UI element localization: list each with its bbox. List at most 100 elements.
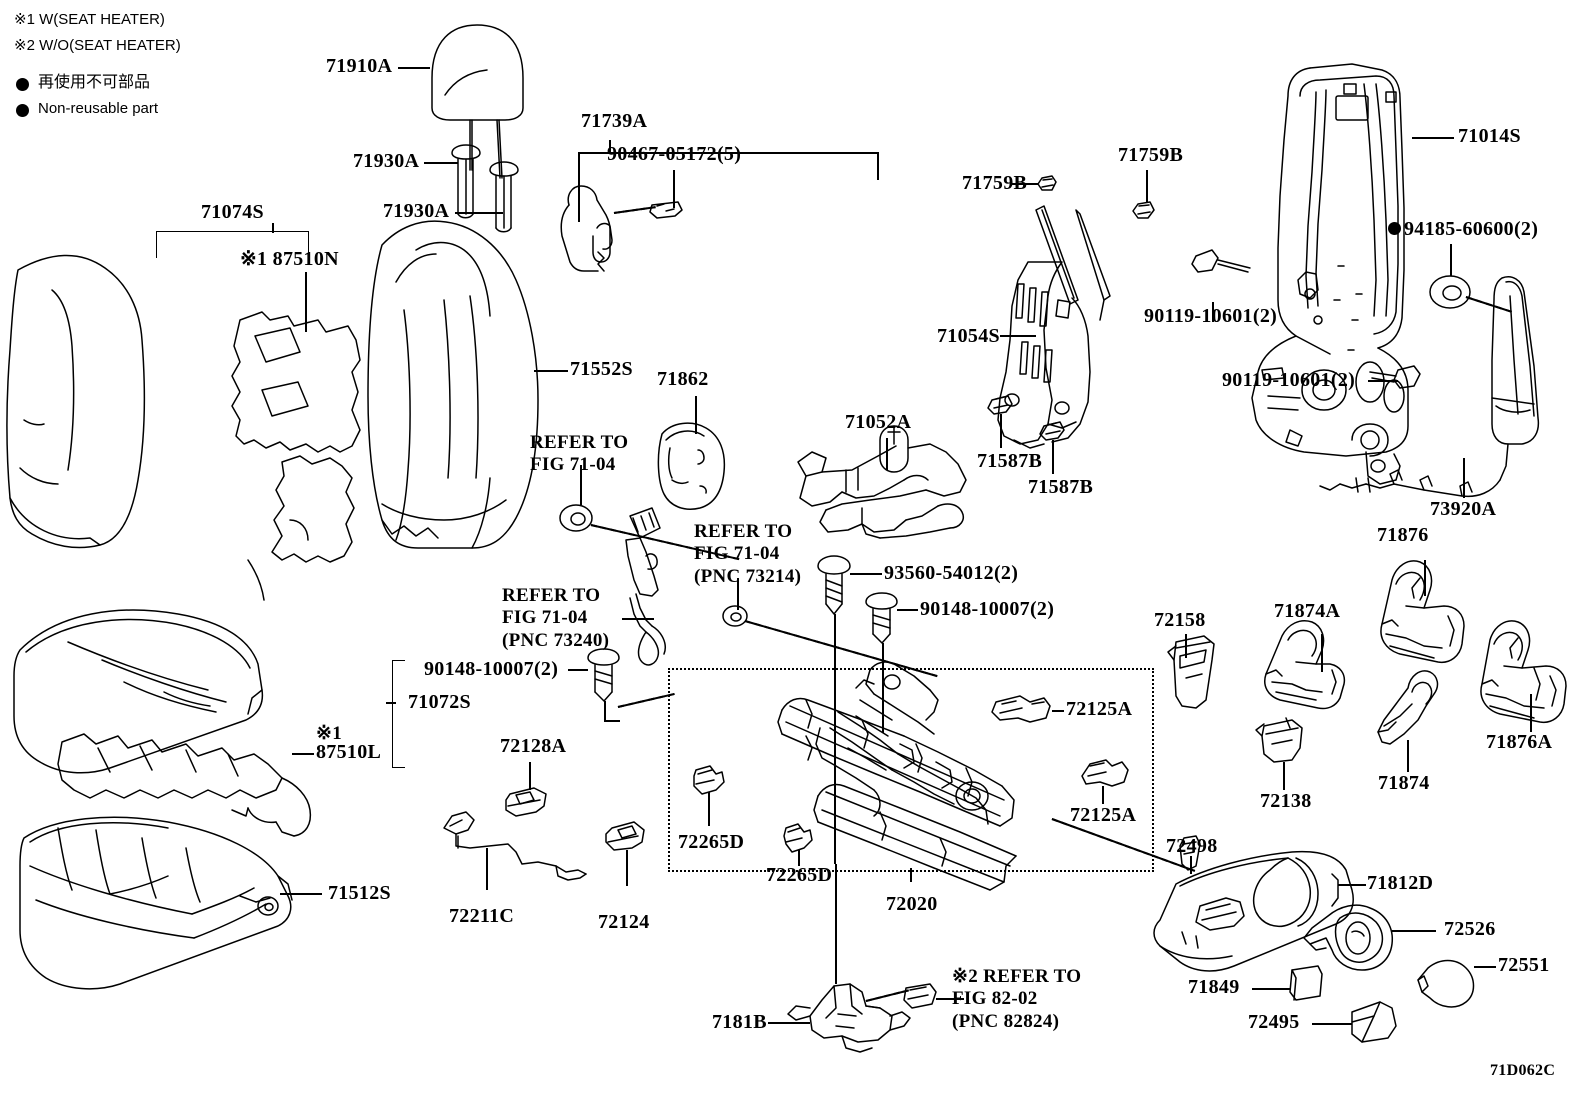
leader-72158	[1185, 634, 1187, 658]
callout-71552S: 71552S	[570, 358, 633, 380]
leader-72526	[1392, 930, 1436, 932]
callout-7181B: 7181B	[712, 1011, 767, 1033]
leader-72020	[910, 868, 912, 882]
refer-73214-l2: FIG 71-04	[694, 543, 780, 565]
refer-82824-l2: FIG 82-02	[952, 988, 1038, 1010]
callout-71876: 71876	[1377, 524, 1429, 546]
dash-90148-b-down	[882, 643, 884, 733]
leader-71587B-2	[1052, 440, 1054, 474]
leader-71052A	[886, 438, 888, 470]
callout-87510L-note: ※1	[316, 723, 343, 744]
callout-72265D-1: 72265D	[678, 831, 745, 853]
leader-72138	[1283, 762, 1285, 790]
leader-72128A	[529, 762, 531, 790]
diagram-code: 71D062C	[1490, 1062, 1556, 1079]
leader-71054S	[1000, 335, 1036, 337]
leader-90119-1	[1212, 302, 1214, 322]
leader-93560	[850, 573, 882, 575]
leader-refer-73214	[737, 578, 739, 610]
leader-90148-a-stem	[604, 701, 606, 721]
callout-71876A: 71876A	[1486, 731, 1553, 753]
leader-72125A-2	[1102, 786, 1104, 804]
leader-71862	[695, 396, 697, 434]
leader-71739A-left	[578, 152, 580, 222]
refer-73214-l3: (PNC 73214)	[694, 565, 802, 587]
callout-87510L: 87510L	[316, 741, 382, 763]
leader-71759B-1	[1012, 183, 1038, 185]
callout-93560: 93560-54012(2)	[884, 562, 1019, 584]
leader-71739A-stem	[609, 140, 611, 152]
leader-187510N	[305, 272, 307, 332]
dash-track-to-7181B	[835, 864, 837, 984]
callout-94185: 94185-60600(2)	[1404, 218, 1539, 240]
leader-71930A-2	[455, 212, 503, 214]
leader-72265D-1	[708, 792, 710, 826]
nonreusable-dot-jp-icon	[16, 78, 29, 91]
leader-82824	[936, 998, 964, 1000]
callout-90119-2: 90119-10601(2)	[1222, 369, 1356, 391]
callout-90119-1: 90119-10601(2)	[1144, 305, 1278, 327]
callout-71512S: 71512S	[328, 882, 391, 904]
callout-71862: 71862	[657, 368, 709, 390]
leader-90148-a-elbow	[604, 720, 620, 722]
refer-82824-l1: ※2 REFER TO	[952, 966, 1082, 987]
callout-71072S: 71072S	[408, 691, 471, 713]
callout-71014S: 71014S	[1458, 125, 1521, 147]
callout-71074S: 71074S	[201, 201, 264, 223]
leader-refer-73240	[622, 618, 654, 620]
leader-90148-a	[568, 669, 588, 671]
leader-90148-b	[897, 609, 918, 611]
refer-73240-l3: (PNC 73240)	[502, 629, 610, 651]
callout-72498: 72498	[1166, 835, 1218, 857]
leader-71074S-stem	[272, 223, 274, 233]
refer-73240-l2: FIG 71-04	[502, 607, 588, 629]
leader-71874A	[1321, 634, 1323, 672]
callout-71759B-2: 71759B	[1118, 144, 1184, 166]
leader-71014S	[1412, 137, 1454, 139]
callout-71930A-2: 71930A	[383, 200, 450, 222]
refer-a-l1: REFER TO	[530, 432, 629, 453]
callout-71849: 71849	[1188, 976, 1240, 998]
refer-a-l2: FIG 71-04	[530, 454, 616, 476]
callout-72124: 72124	[598, 911, 650, 933]
leader-71876A	[1530, 694, 1532, 732]
leader-72495	[1312, 1023, 1352, 1025]
leader-94185	[1450, 244, 1452, 276]
leader-71552S	[534, 370, 568, 372]
callout-72551: 72551	[1498, 954, 1550, 976]
dash-7181B-82824	[865, 989, 909, 1002]
leader-refer-a	[580, 465, 582, 505]
leader-71910A	[398, 67, 430, 69]
leader-71874	[1407, 740, 1409, 772]
callout-71812D: 71812D	[1367, 872, 1434, 894]
callout-72020: 72020	[886, 893, 938, 915]
leader-7181B	[768, 1022, 810, 1024]
callout-72158: 72158	[1154, 609, 1206, 631]
leader-71759B-2	[1146, 170, 1148, 202]
callout-72211C: 72211C	[449, 905, 515, 927]
leader-90119-2	[1368, 380, 1398, 382]
dash-94185	[1465, 296, 1512, 313]
callout-72138: 72138	[1260, 790, 1312, 812]
callout-71587B-2: 71587B	[1028, 476, 1094, 498]
legend-note-2: ※2 W/O(SEAT HEATER)	[14, 37, 181, 54]
callout-72128A: 72128A	[500, 735, 567, 757]
refer-82824-l3: (PNC 82824)	[952, 1010, 1060, 1032]
callout-71759B-1: 71759B	[962, 172, 1028, 194]
leader-72211C	[486, 848, 488, 890]
callout-72265D-2: 72265D	[766, 864, 833, 886]
callout-71874A: 71874A	[1274, 600, 1341, 622]
leader-90467-stem	[673, 170, 675, 208]
refer-73214-l1: REFER TO	[694, 521, 793, 542]
leader-90467-dash	[613, 206, 656, 214]
bracket-71072S	[392, 660, 405, 768]
callout-71739A: 71739A	[581, 110, 648, 132]
callout-90467: 90467-05172(5)	[607, 143, 742, 165]
refer-73240-l1: REFER TO	[502, 585, 601, 606]
callout-71587B-1: 71587B	[977, 450, 1043, 472]
callout-71910A: 71910A	[326, 55, 393, 77]
